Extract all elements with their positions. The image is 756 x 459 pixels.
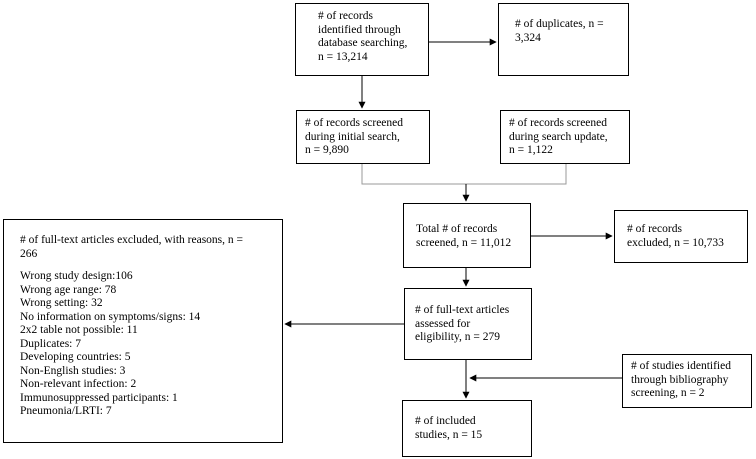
records-excluded-box: # of records excluded, n = 10,733: [614, 210, 748, 263]
identified-line-1: # of records: [318, 10, 373, 22]
fulltext-excluded-header-2: 266: [20, 247, 38, 260]
included-box: # of included studies, n = 15: [402, 400, 532, 457]
records-excluded-line-1: # of records: [627, 223, 682, 235]
exclusion-reason: Developing countries: 5: [20, 351, 131, 363]
duplicates-box: # of duplicates, n = 3,324: [498, 3, 629, 76]
bibliography-line-2: through bibliography: [631, 373, 729, 386]
exclusion-reason: Non-relevant infection: 2: [20, 378, 137, 390]
screened-update-line-1: # of records screened: [509, 117, 608, 129]
screened-initial-box: # of records screened during initial sea…: [296, 110, 430, 164]
exclusion-reason: Immunosuppressed participants: 1: [20, 391, 178, 404]
identified-line-4: n = 13,214: [318, 50, 368, 63]
total-screened-line-1: Total # of records: [416, 223, 498, 235]
fulltext-assessed-line-2: assessed for: [415, 317, 471, 330]
bibliography-box: # of studies identified through bibliogr…: [622, 354, 752, 408]
screened-update-box: # of records screened during search upda…: [500, 110, 630, 164]
exclusion-reason: Non-English studies: 3: [20, 364, 126, 377]
bibliography-line-3: screening, n = 2: [631, 387, 705, 399]
screened-update-line-2: during search update,: [509, 130, 608, 143]
screened-update-line-3: n = 1,122: [509, 144, 553, 156]
identified-line-3: database searching,: [318, 37, 408, 49]
included-line-2: studies, n = 15: [415, 428, 483, 441]
records-identified-box: # of records identified through database…: [295, 3, 429, 76]
included-line-1: # of included: [415, 415, 476, 427]
exclusion-reason: Wrong study design:106: [20, 270, 133, 282]
total-screened-line-2: screened, n = 11,012: [416, 236, 512, 249]
bibliography-line-1: # of studies identified: [631, 360, 731, 372]
duplicates-line-1: # of duplicates, n =: [515, 18, 604, 30]
fulltext-assessed-box: # of full-text articles assessed for eli…: [404, 288, 532, 360]
fulltext-assessed-line-3: eligibility, n = 279: [415, 331, 500, 343]
exclusion-reason: Wrong setting: 32: [20, 297, 103, 309]
screened-initial-line-1: # of records screened: [305, 117, 404, 129]
exclusion-reason: Pneumonia/LRTI: 7: [20, 405, 112, 417]
screened-initial-line-3: n = 9,890: [305, 144, 349, 156]
fulltext-assessed-line-1: # of full-text articles: [415, 304, 510, 316]
merge-line: [361, 164, 567, 185]
identified-line-2: identified through: [318, 23, 401, 36]
fulltext-excluded-box: # of full-text articles excluded, with r…: [3, 219, 283, 443]
fulltext-excluded-header-1: # of full-text articles excluded, with r…: [20, 234, 244, 246]
duplicates-line-2: 3,324: [515, 31, 541, 44]
exclusion-reason: No information on symptoms/signs: 14: [20, 310, 201, 323]
exclusion-reason: 2x2 table not possible: 11: [20, 324, 138, 336]
exclusion-reason: Wrong age range: 78: [20, 283, 117, 296]
total-screened-box: Total # of records screened, n = 11,012: [403, 203, 531, 268]
records-excluded-line-2: excluded, n = 10,733: [627, 236, 724, 249]
exclusion-reason: Duplicates: 7: [20, 337, 81, 350]
screened-initial-line-2: during initial search,: [305, 130, 400, 143]
